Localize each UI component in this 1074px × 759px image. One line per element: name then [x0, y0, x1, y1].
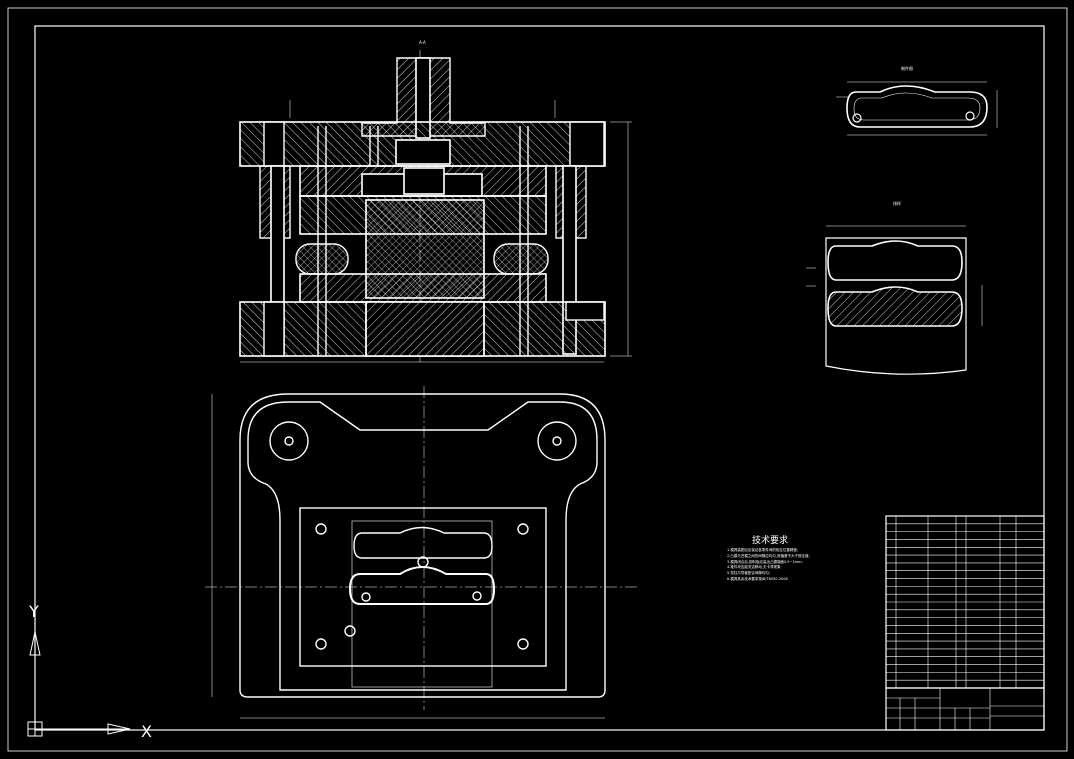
strip-label: 排样 — [893, 200, 901, 206]
inner-border — [34, 25, 1045, 731]
tech-note-line: 4.推件块应能灵活移动,无卡滞现象; — [727, 565, 782, 570]
tech-note-line: 5.导柱与导套配合间隙均匀; — [727, 571, 771, 576]
tech-note-line: 2.凸模与凹模之间的间隙应均匀,其偏差不大于规定值; — [727, 553, 810, 558]
strip-blank-1 — [827, 240, 963, 281]
tech-note-line: 1.模具装配后应保证各零件间的相互位置精度; — [727, 548, 799, 552]
guide-hole-left — [269, 421, 309, 461]
guide-hole-right — [537, 421, 577, 461]
outer-border — [7, 7, 1068, 752]
strip-outline — [825, 237, 967, 375]
tech-requirements-notes: 1.模具装配后应保证各零件间的相互位置精度; 2.凸模与凹模之间的间隙应均匀,其… — [727, 548, 852, 583]
ucs-axis-icon: Y X — [27, 602, 152, 741]
strip-blank-2 — [827, 286, 963, 327]
die-plate-plan — [299, 507, 547, 667]
title-block[interactable] — [885, 687, 1045, 731]
bom-table[interactable] — [885, 515, 1045, 689]
part-drawing[interactable]: 制件图 — [836, 65, 998, 136]
strip-layout[interactable]: 排样 — [806, 200, 983, 375]
tech-note-line: 6.模具其余技术要求按JB/T8050-2008 — [727, 576, 788, 581]
section-label-main: A-A — [419, 40, 426, 45]
die-base-outline — [239, 393, 606, 698]
y-axis-label: Y — [28, 602, 39, 621]
part-label: 制件图 — [901, 65, 913, 71]
x-axis-label: X — [141, 722, 152, 741]
plan-view-lower-die[interactable] — [205, 386, 640, 719]
spring-right — [493, 243, 549, 275]
tech-requirements-title: 技术要求 — [752, 536, 789, 546]
die-cavity-2 — [348, 566, 496, 605]
die-plate — [299, 273, 547, 303]
part-outline — [846, 85, 988, 128]
section-view-main[interactable]: A-A — [239, 40, 632, 363]
spring-left — [295, 243, 349, 275]
tech-note-line: 3.模具闭合后,卸料板应高出凸模端面0.5~1mm; — [727, 559, 803, 564]
die-cavity-1 — [353, 526, 493, 559]
